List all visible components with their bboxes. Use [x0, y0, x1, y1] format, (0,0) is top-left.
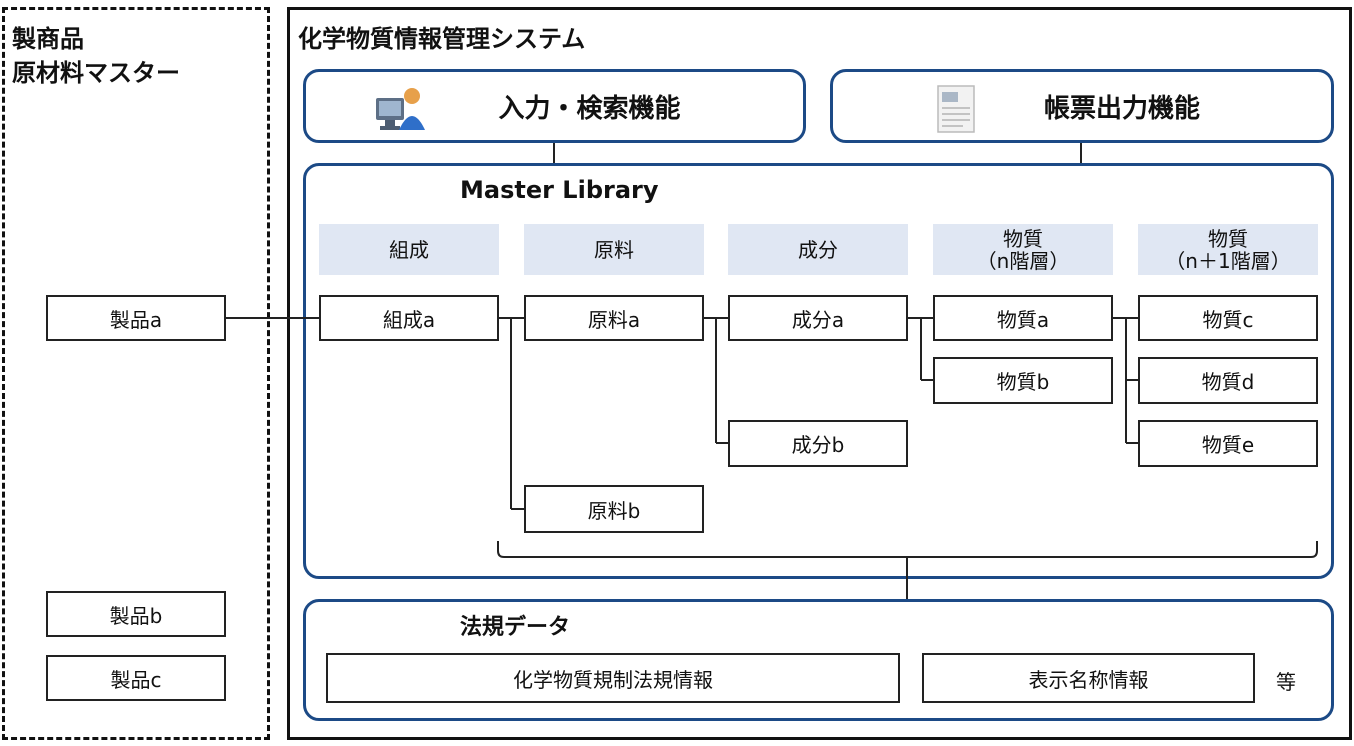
category-component: 成分: [728, 224, 908, 275]
category-material: 原料: [524, 224, 704, 275]
category-substance-n: 物質 （n階層）: [933, 224, 1113, 275]
category-substance-n1-label: 物質: [1208, 226, 1248, 251]
report-output-function[interactable]: 帳票出力機能: [830, 69, 1334, 143]
master-title-line1: 製商品: [12, 25, 84, 53]
node-substance-d[interactable]: 物質d: [1138, 357, 1318, 404]
master-title-line2: 原材料マスター: [12, 59, 180, 87]
product-c[interactable]: 製品c: [46, 655, 226, 701]
category-substance-n1-sublabel: （n＋1階層）: [1165, 248, 1291, 273]
regulatory-title: 法規データ: [460, 615, 571, 640]
product-a[interactable]: 製品a: [46, 295, 226, 341]
regulatory-etc: 等: [1276, 670, 1296, 694]
node-substance-e[interactable]: 物質e: [1138, 420, 1318, 467]
node-component-a[interactable]: 成分a: [728, 295, 908, 341]
node-substance-b[interactable]: 物質b: [933, 357, 1113, 404]
regulatory-display-name-info[interactable]: 表示名称情報: [922, 653, 1255, 703]
input-search-label: 入力・検索機能: [498, 93, 681, 124]
category-composition: 組成: [319, 224, 499, 275]
user-computer-icon: [372, 84, 426, 134]
node-substance-c[interactable]: 物質c: [1138, 295, 1318, 341]
system-panel: [287, 7, 1352, 740]
category-component-label: 成分: [798, 237, 838, 262]
node-material-a[interactable]: 原料a: [524, 295, 704, 341]
node-substance-a[interactable]: 物質a: [933, 295, 1113, 341]
node-material-b[interactable]: 原料b: [524, 485, 704, 533]
document-icon: [933, 82, 979, 136]
node-component-b[interactable]: 成分b: [728, 420, 908, 467]
regulatory-chemical-law-info[interactable]: 化学物質規制法規情報: [326, 653, 900, 703]
input-search-function[interactable]: 入力・検索機能: [303, 69, 806, 143]
category-substance-n-sublabel: （n階層）: [976, 248, 1070, 273]
master-library-title: Master Library: [460, 176, 659, 204]
category-composition-label: 組成: [389, 237, 429, 262]
report-output-label: 帳票出力機能: [1043, 93, 1200, 124]
category-material-label: 原料: [594, 237, 634, 262]
node-composition-a[interactable]: 組成a: [319, 295, 499, 341]
master-panel: [2, 7, 270, 740]
category-substance-n-label: 物質: [1003, 226, 1043, 251]
category-substance-n1: 物質 （n＋1階層）: [1138, 224, 1318, 275]
product-b[interactable]: 製品b: [46, 591, 226, 637]
system-title: 化学物質情報管理システム: [298, 25, 586, 53]
